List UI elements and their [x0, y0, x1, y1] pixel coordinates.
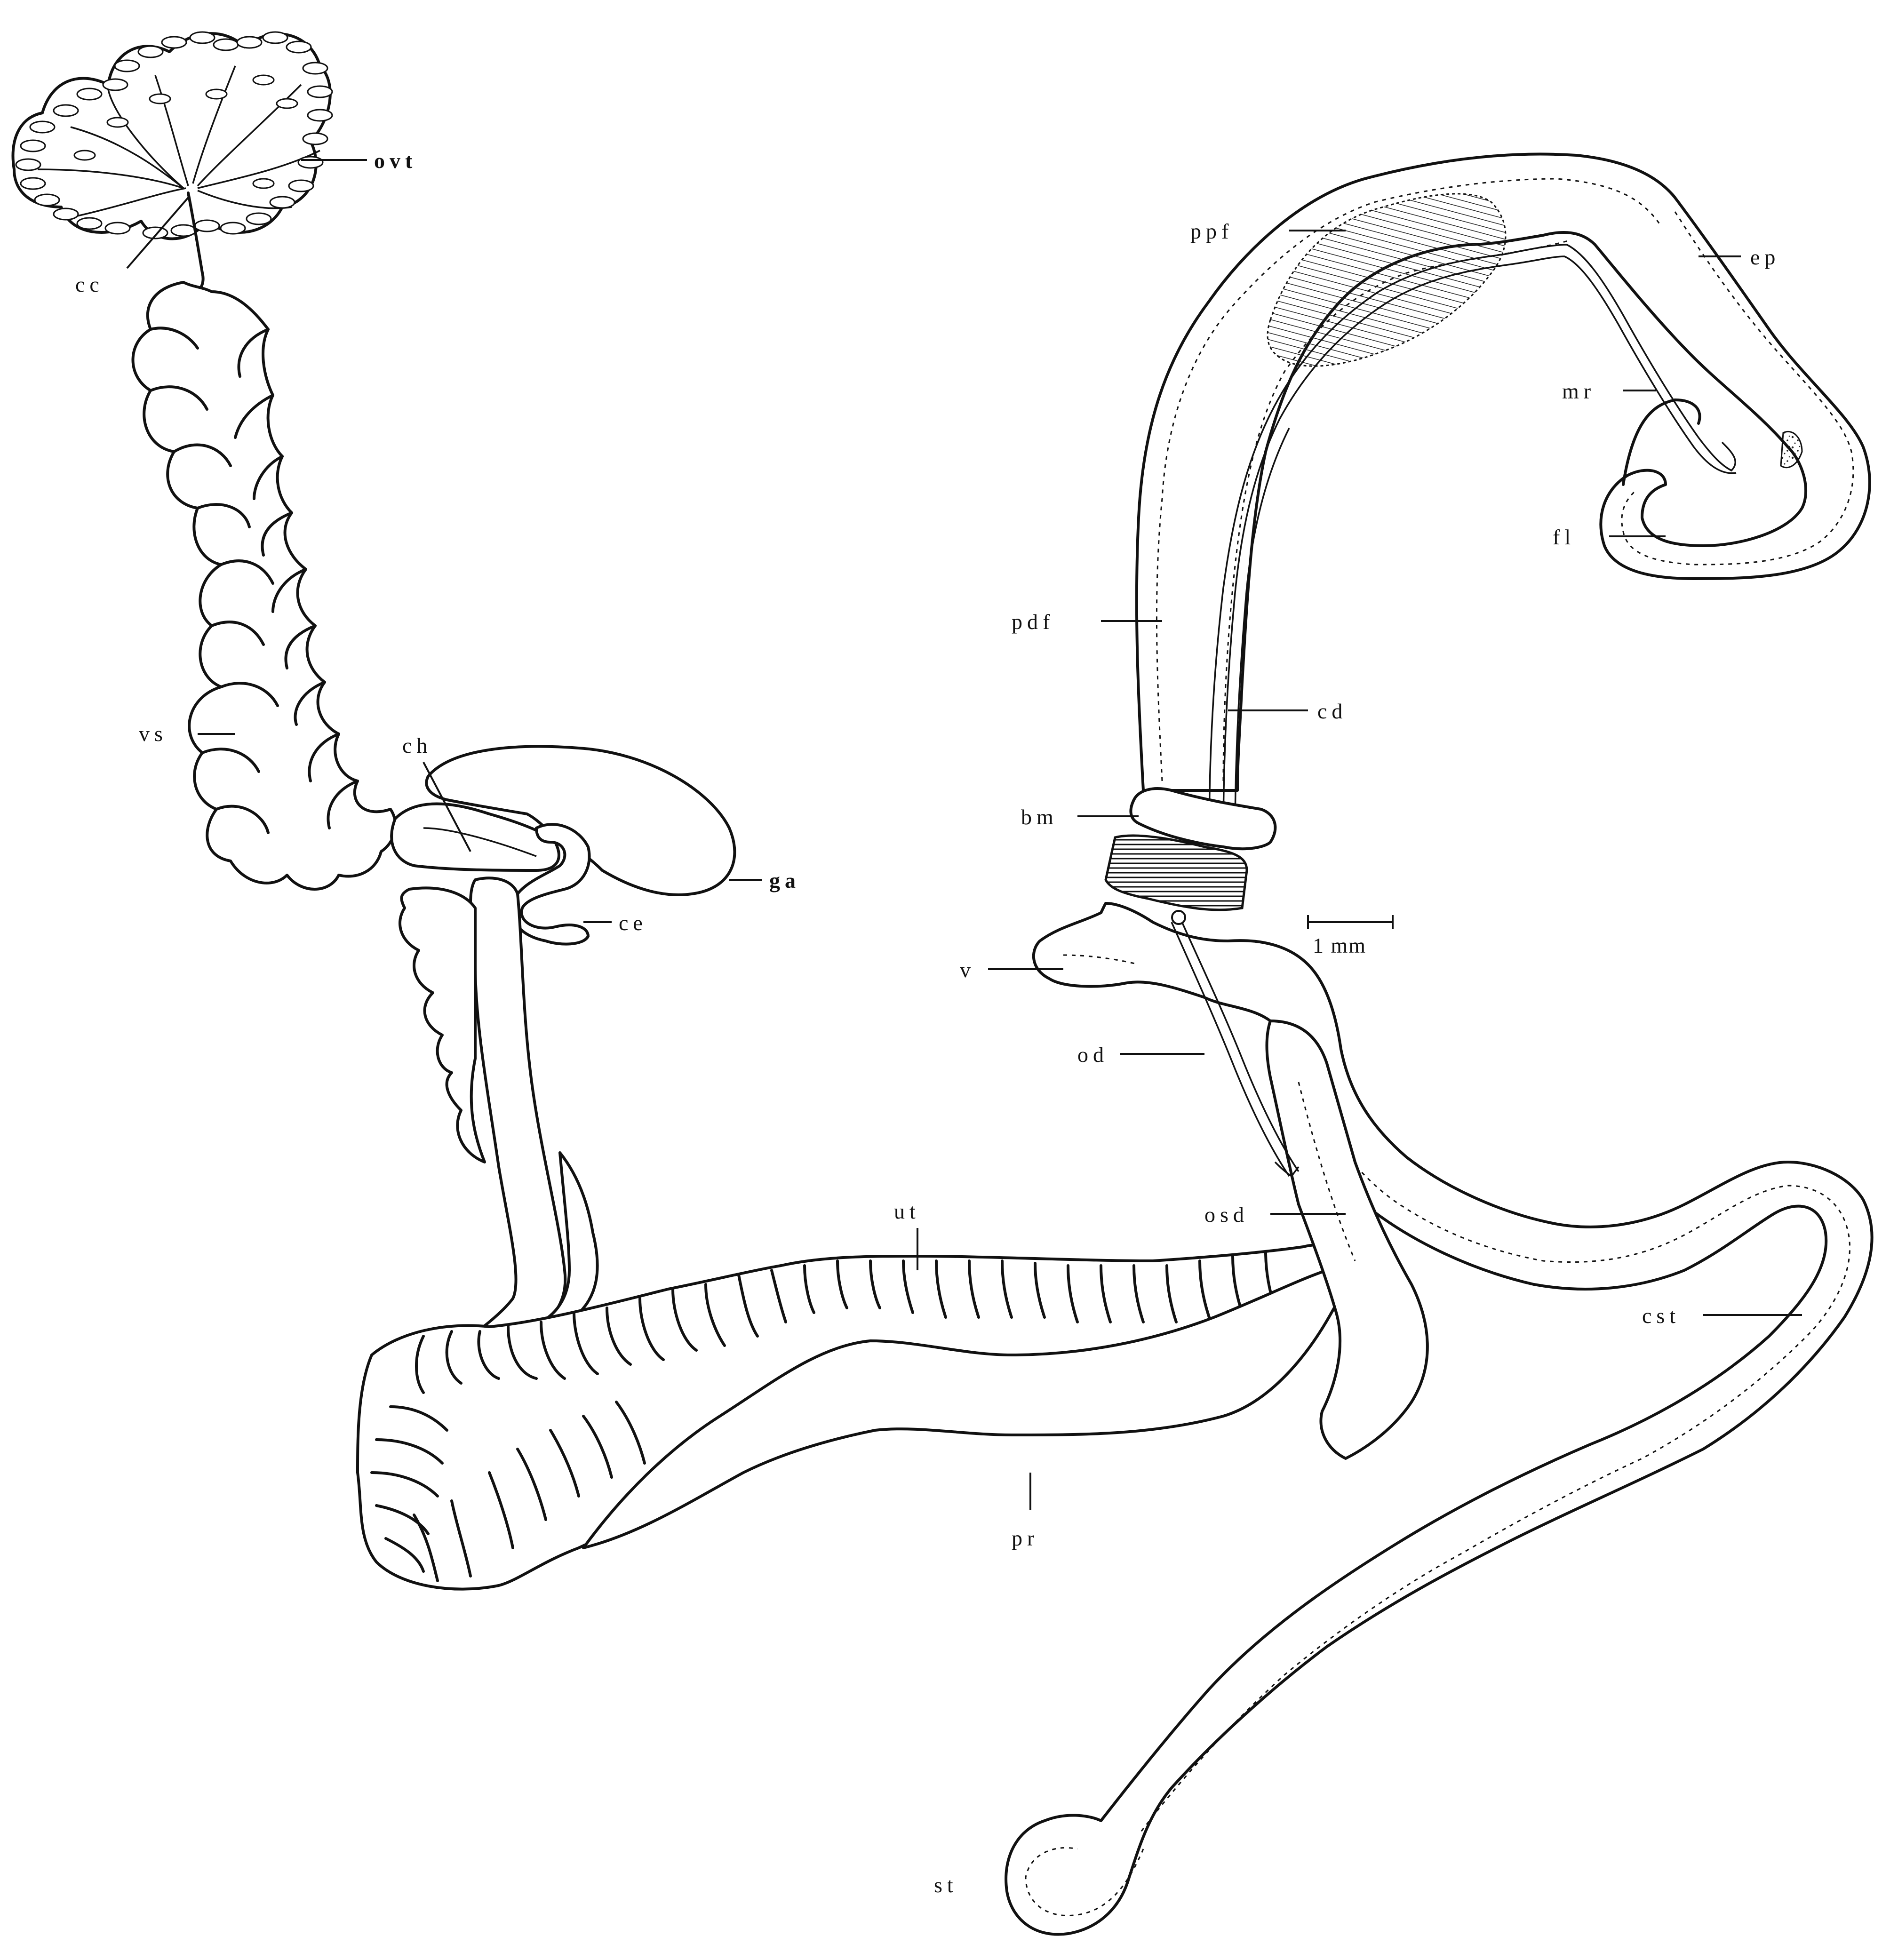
basal-ring: [1106, 789, 1275, 910]
label-ut: ut: [894, 1199, 920, 1223]
label-pdf: pdf: [1012, 610, 1054, 634]
label-od: od: [1077, 1043, 1108, 1067]
scale-bar: 1 mm: [1308, 915, 1393, 957]
ovotestis: [13, 32, 333, 239]
label-osd: osd: [1204, 1203, 1249, 1227]
label-ga: ga: [769, 868, 800, 892]
spermoviduct: [358, 1245, 1342, 1589]
label-ch: ch: [402, 733, 432, 757]
label-v: v: [960, 958, 975, 982]
label-cc: cc: [75, 272, 104, 296]
label-ep: ep: [1750, 245, 1780, 269]
label-cd: cd: [1317, 699, 1347, 723]
label-cst: cst: [1642, 1304, 1680, 1328]
label-ppf: ppf: [1190, 219, 1233, 243]
label-pr: pr: [1012, 1526, 1039, 1550]
scale-bar-label: 1 mm: [1313, 933, 1366, 957]
label-vs: vs: [139, 722, 167, 746]
label-mr: mr: [1562, 379, 1595, 403]
label-ce: ce: [619, 911, 647, 935]
label-ovt: ovt: [374, 149, 417, 173]
labels: ovt cc vs ch ga ce ut pr ppf ep mr fl pd…: [75, 149, 1780, 1897]
free-oviduct: [400, 878, 598, 1360]
hermaphrodite-duct: [133, 193, 396, 889]
label-fl: fl: [1553, 525, 1575, 549]
label-bm: bm: [1021, 805, 1058, 829]
label-st: st: [934, 1873, 958, 1897]
